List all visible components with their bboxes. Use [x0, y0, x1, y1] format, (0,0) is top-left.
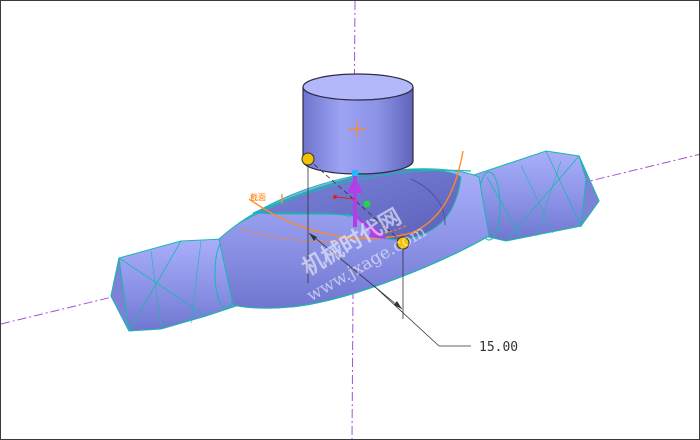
center-cross-icon	[348, 121, 366, 137]
drag-arrow-icon[interactable]	[347, 177, 363, 193]
drag-manipulator[interactable]	[333, 170, 387, 239]
drag-handle-icon[interactable]	[301, 152, 315, 166]
section-label: 截面	[250, 192, 266, 202]
dimension-value[interactable]: 15.00	[479, 340, 518, 355]
dimension-lines	[307, 158, 471, 347]
drag-handle-icon[interactable]	[396, 236, 410, 250]
top-cylinder[interactable]	[302, 73, 414, 175]
trajectory-curves	[238, 150, 472, 242]
